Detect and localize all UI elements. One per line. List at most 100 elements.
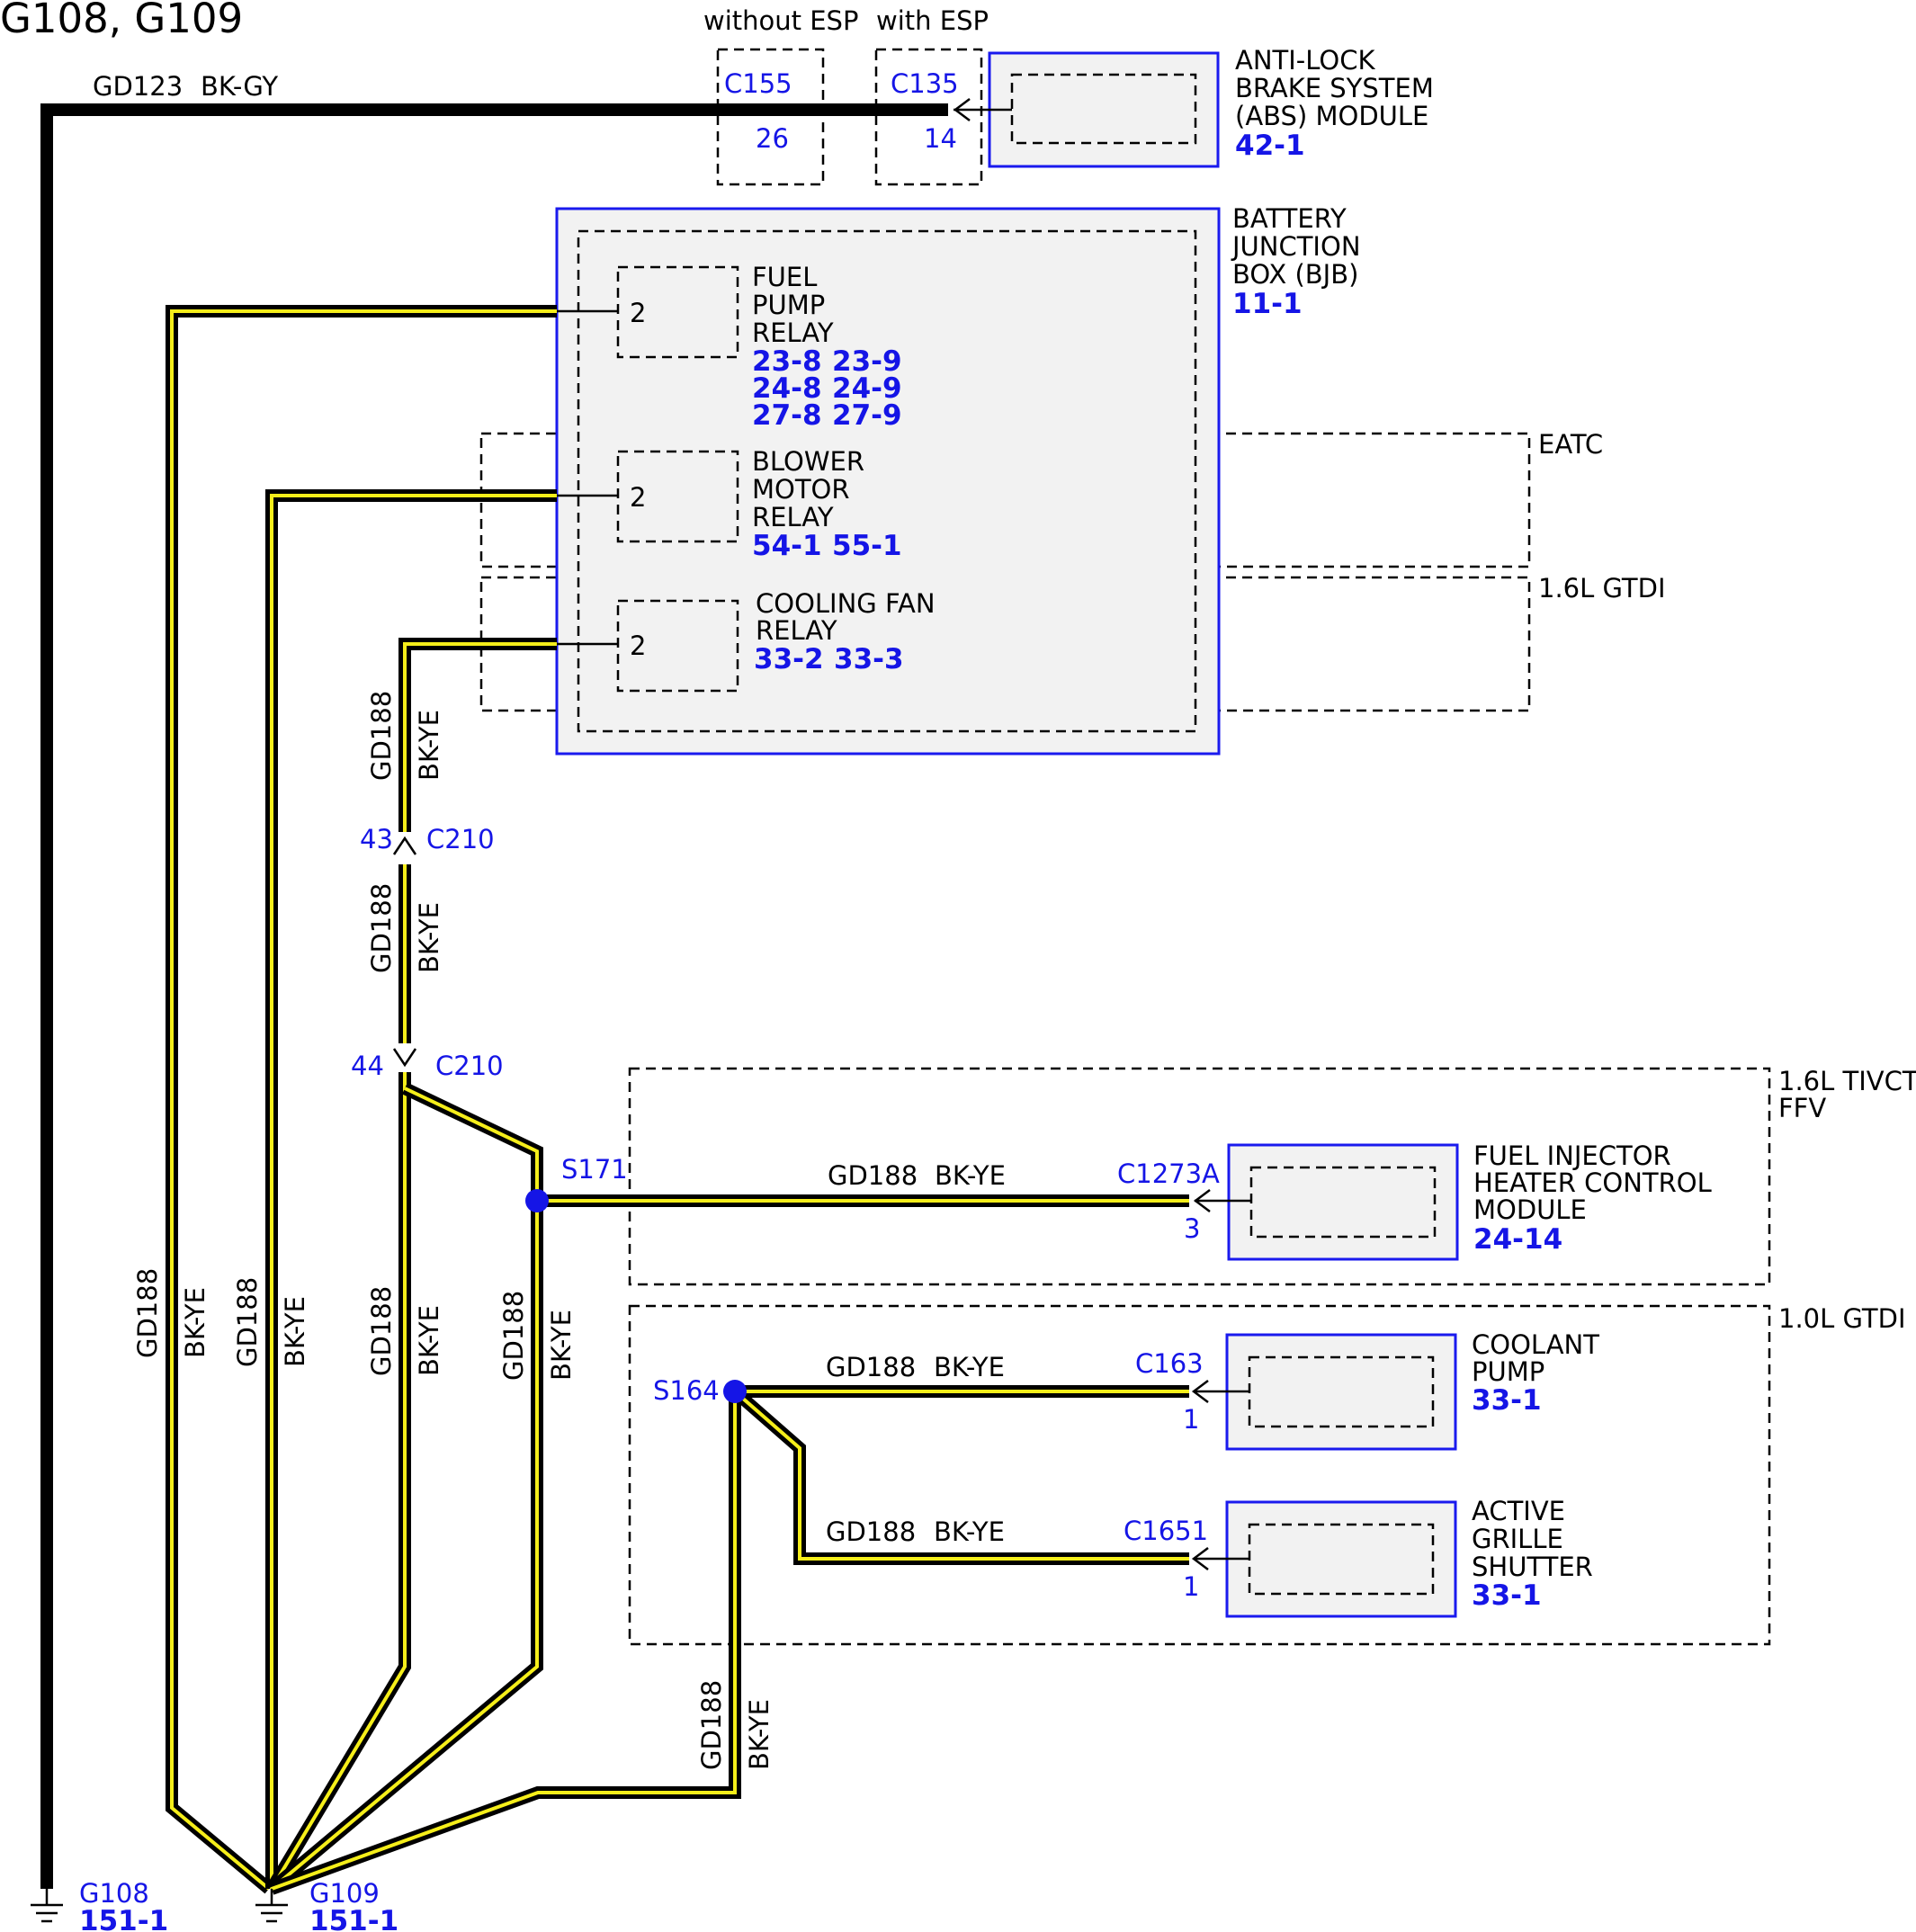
- c1273a-label: C1273A: [1117, 1158, 1220, 1189]
- blower-relay-label-1: BLOWER: [752, 446, 864, 477]
- without-esp-label: without ESP: [703, 5, 858, 36]
- abs-label-2: BRAKE SYSTEM: [1235, 73, 1434, 103]
- splice-s164: [723, 1380, 747, 1403]
- gd188-color-v5: BK-YE: [414, 1305, 444, 1376]
- cooling-fan-relay-label-1: COOLING FAN: [756, 588, 936, 619]
- fuel-pump-relay-label-2: PUMP: [752, 290, 825, 320]
- c135-option-box: [874, 48, 983, 186]
- c163-pin-symbol: [1191, 1380, 1209, 1403]
- splice-s171: [525, 1189, 549, 1212]
- c135-pin-symbol: [953, 98, 971, 121]
- diagram-title: G108, G109: [0, 0, 243, 42]
- fihcm-inner: [1249, 1166, 1437, 1239]
- gd123-color: BK-GY: [201, 71, 278, 102]
- blower-relay-ref: 54-1: [752, 530, 822, 562]
- fuel-pump-relay-pin: 2: [630, 298, 646, 328]
- gd188-color-v2: BK-YE: [414, 902, 444, 973]
- c163-label: C163: [1135, 1348, 1204, 1379]
- with-esp-label: with ESP: [876, 5, 989, 36]
- bjb-label-3: BOX (BJB): [1232, 259, 1358, 290]
- gd188-color-v6: BK-YE: [546, 1310, 577, 1381]
- bjb-ref: 11-1: [1232, 288, 1303, 320]
- wire-gd123: [40, 103, 948, 1889]
- c210-top-label: C210: [426, 824, 495, 854]
- gd123-id: GD123: [93, 71, 183, 102]
- cooling-fan-relay-box: [616, 599, 739, 693]
- gd188-color-coolant: BK-YE: [934, 1352, 1005, 1382]
- c1651-label: C1651: [1124, 1516, 1208, 1546]
- c210-top-symbol: [392, 836, 417, 855]
- c210-bottom-pin: 44: [351, 1051, 384, 1081]
- c155-option-box: [716, 48, 825, 186]
- fuel-pump-relay-ref: 23-9: [832, 345, 902, 378]
- coolant-pump-box: [1225, 1333, 1457, 1451]
- gd188-id-fihcm: GD188: [828, 1160, 918, 1191]
- wire-gd123-path: [40, 103, 948, 1889]
- c155-pin: 26: [756, 123, 789, 154]
- abs-label-1: ANTI-LOCK: [1235, 45, 1375, 76]
- blower-relay-label-3: RELAY: [752, 502, 834, 532]
- gd188-color-v3: BK-YE: [180, 1287, 210, 1358]
- bjb-inner: [577, 229, 1197, 733]
- active-grille-ref: 33-1: [1472, 1579, 1542, 1612]
- abs-label-3: (ABS) MODULE: [1235, 101, 1428, 131]
- active-grille-label-1: ACTIVE: [1472, 1496, 1565, 1526]
- splice-s164-label: S164: [653, 1375, 720, 1406]
- gd188-id-v1: GD188: [366, 691, 397, 781]
- bjb-box: [555, 207, 1221, 756]
- gd188-color-v1: BK-YE: [414, 710, 444, 781]
- label-eatc: EATC: [1538, 429, 1603, 460]
- bjb-label-2: JUNCTION: [1231, 231, 1361, 262]
- blower-relay-ref: 55-1: [832, 530, 902, 562]
- active-grille-label-2: GRILLE: [1472, 1524, 1563, 1554]
- fihcm-label-3: MODULE: [1473, 1194, 1587, 1225]
- gd188-id-v3: GD188: [132, 1268, 163, 1358]
- gd188-color-v4: BK-YE: [280, 1296, 310, 1367]
- fuel-pump-relay-label-3: RELAY: [752, 318, 834, 348]
- gd188-id-v5: GD188: [366, 1286, 397, 1376]
- cooling-fan-relay-ref: 33-2: [754, 643, 824, 675]
- fuel-pump-relay-label-1: FUEL: [752, 262, 817, 292]
- c210-top-pin: 43: [360, 824, 393, 854]
- g108-label: G108: [79, 1878, 149, 1909]
- gd188-color-fihcm: BK-YE: [935, 1160, 1006, 1191]
- g109-label: G109: [309, 1878, 380, 1909]
- gd188-id-v6: GD188: [498, 1291, 529, 1381]
- c1273a-pin-symbol: [1193, 1189, 1211, 1212]
- blower-relay-pin: 2: [630, 482, 646, 513]
- label-16tivct: 1.6L TIVCT: [1778, 1066, 1916, 1096]
- active-grille-box: [1225, 1500, 1457, 1618]
- gd188-id-v4: GD188: [232, 1277, 263, 1367]
- splice-s171-label: S171: [561, 1154, 628, 1185]
- c135-label: C135: [891, 68, 959, 99]
- cooling-fan-relay-pin: 2: [630, 631, 646, 661]
- cooling-fan-relay-label-2: RELAY: [756, 615, 837, 646]
- c1651-pin-symbol: [1191, 1547, 1209, 1570]
- gd188-id-v2: GD188: [366, 883, 397, 973]
- gd188-color-grille: BK-YE: [934, 1516, 1005, 1547]
- fuel-pump-relay-ref: 27-9: [832, 399, 902, 432]
- c1273a-pin: 3: [1184, 1213, 1200, 1244]
- abs-ref: 42-1: [1235, 130, 1305, 162]
- c163-pin: 1: [1183, 1404, 1199, 1435]
- ground-g109-icon: [255, 1889, 288, 1923]
- blower-relay-label-2: MOTOR: [752, 474, 850, 505]
- g108-ref: 151-1: [79, 1905, 168, 1932]
- bjb-label-1: BATTERY: [1232, 203, 1347, 234]
- gd188-id-v7: GD188: [696, 1680, 727, 1770]
- active-grille-label-3: SHUTTER: [1472, 1552, 1593, 1582]
- g109-ref: 151-1: [309, 1905, 398, 1932]
- fihcm-label-2: HEATER CONTROL: [1473, 1167, 1712, 1198]
- coolant-pump-label-1: COOLANT: [1472, 1329, 1599, 1360]
- abs-module-box: [988, 51, 1220, 168]
- fuel-pump-relay-ref: 24-8: [752, 372, 822, 405]
- cooling-fan-relay-ref: 33-3: [834, 643, 904, 675]
- ground-g108-icon: [31, 1889, 63, 1923]
- gd188-id-grille: GD188: [826, 1516, 916, 1547]
- wires-gd188: [166, 305, 1189, 1895]
- fuel-pump-relay-ref: 24-9: [832, 372, 902, 405]
- c1651-pin: 1: [1183, 1571, 1199, 1602]
- c210-bottom-symbol: [392, 1048, 417, 1068]
- label-ffv: FFV: [1778, 1093, 1826, 1123]
